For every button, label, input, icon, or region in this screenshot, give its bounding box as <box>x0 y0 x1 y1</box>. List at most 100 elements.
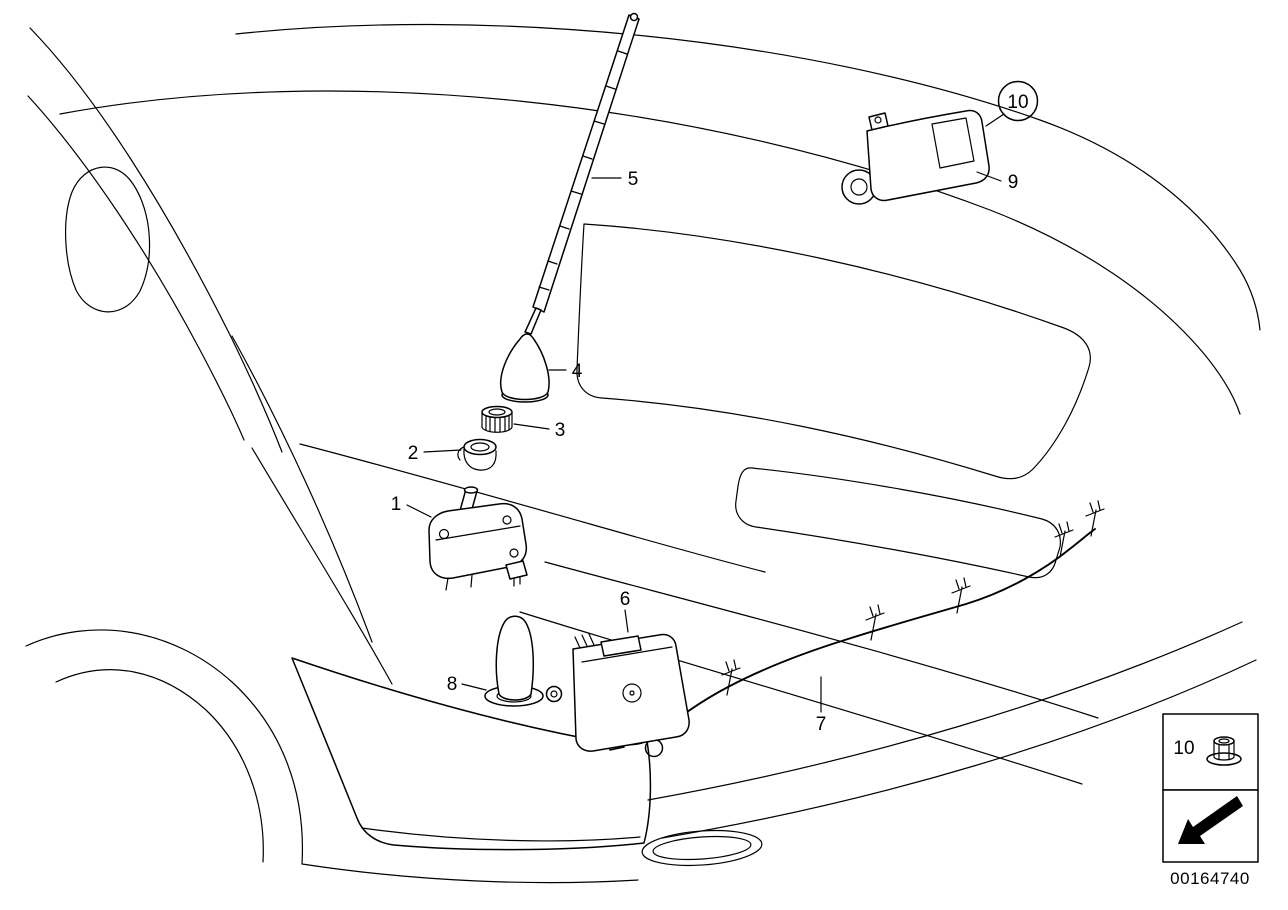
callout-3: 3 <box>513 420 566 441</box>
wheel-arch-inner <box>55 669 264 863</box>
callout-2-leader <box>423 449 462 453</box>
bumper-bottom-line-a <box>647 621 1243 801</box>
antenna-gasket-part <box>500 333 550 403</box>
flange-nut-flange <box>1206 752 1242 766</box>
callout-7: 7 <box>816 676 827 735</box>
nut-top-ellipse <box>481 405 513 419</box>
legend-box-item <box>1162 713 1259 791</box>
tailgate-lower-line <box>544 561 1099 719</box>
bumper-bottom-line-b <box>661 659 1257 839</box>
grommet-dome <box>495 615 535 701</box>
flange-nut-top <box>1213 736 1235 746</box>
base-studs <box>445 574 473 591</box>
cable-clip-1 <box>721 659 741 696</box>
cable-clip-4 <box>1054 521 1074 558</box>
callout-9-label: 9 <box>1008 172 1019 193</box>
control-module-part <box>841 109 990 205</box>
quarter-panel-oval <box>65 166 151 313</box>
bumper-top-line <box>519 611 1083 785</box>
callout-6-leader <box>624 609 629 633</box>
antenna-nut-part <box>481 405 513 433</box>
exhaust-tip <box>641 829 763 867</box>
base-boss-a <box>438 528 450 540</box>
bumper-panel-inner-line <box>361 827 641 842</box>
callout-4-label: 4 <box>572 361 583 382</box>
spacer-body <box>463 448 497 471</box>
amplifier-part <box>572 633 690 752</box>
exhaust-inner <box>652 835 752 861</box>
callout-2-label: 2 <box>408 443 419 464</box>
spacer-tab <box>457 446 465 461</box>
flange-nut-bottom <box>1213 756 1235 761</box>
module-screw <box>874 116 882 124</box>
grommet-part <box>484 615 563 707</box>
document-number: 00164740 <box>1170 869 1250 888</box>
callout-9-leader <box>976 171 1002 182</box>
callout-3-label: 3 <box>555 420 566 441</box>
callout-10-label: 10 <box>1007 92 1028 113</box>
antenna-mast-part <box>524 12 640 335</box>
base-stem-top <box>463 486 479 494</box>
callout-8-leader <box>461 683 487 691</box>
amplifier-detail-line <box>581 646 673 663</box>
callout-8-label: 8 <box>447 674 458 695</box>
nut-top-hole <box>488 408 506 416</box>
base-boss-c <box>509 548 519 558</box>
base-housing <box>428 502 528 580</box>
rocker-line <box>301 863 639 884</box>
callout-10-leader <box>985 113 1005 127</box>
cable-clip-3 <box>951 577 971 614</box>
module-inner-rect <box>931 117 975 169</box>
roof-top-line <box>235 23 1261 331</box>
spacer-hole <box>470 442 490 452</box>
antenna-spacer-part <box>457 438 497 471</box>
callout-7-label: 7 <box>816 714 827 735</box>
callout-10-circle <box>997 80 1039 122</box>
callout-1-leader <box>406 504 432 518</box>
mast-rod <box>532 14 640 313</box>
grommet-ring-outer <box>545 685 563 703</box>
replacement-arrow-icon <box>1178 796 1243 844</box>
spacer-top-ellipse <box>463 438 497 456</box>
mast-segment-ticks <box>538 50 628 291</box>
callout-3-leader <box>513 423 550 430</box>
c-pillar-line-a <box>29 27 283 453</box>
callout-6: 6 <box>620 589 631 633</box>
gasket-cone <box>500 333 550 401</box>
parcel-shelf-line <box>299 443 766 573</box>
flange-nut-sides <box>1213 740 1235 760</box>
body-crease-a <box>231 335 373 643</box>
wheel-arch-outer <box>25 629 304 865</box>
bumper-panel-outline <box>291 657 652 851</box>
antenna-base-part <box>428 486 528 591</box>
c-pillar-line-b <box>27 95 245 441</box>
callout-9: 9 <box>976 171 1019 193</box>
license-plate-recess <box>735 467 1061 579</box>
base-connector <box>505 560 528 580</box>
callouts: 1 2 3 4 5 6 7 <box>391 80 1039 735</box>
legend-inset: 10 00164740 <box>1162 713 1259 888</box>
body-crease-b <box>251 447 393 685</box>
nut-body-bottom <box>481 426 513 433</box>
flange-nut-icon <box>1206 736 1242 766</box>
module-body <box>866 109 990 202</box>
callout-1-label: 1 <box>391 494 402 515</box>
cable-main-run <box>648 528 1096 742</box>
callout-1: 1 <box>391 494 432 518</box>
nut-knurl-lines <box>485 414 510 433</box>
amplifier-connector-block <box>600 635 642 657</box>
cable-clip-2 <box>865 604 885 641</box>
amplifier-hole-outer <box>622 683 642 703</box>
callout-10: 10 <box>985 80 1039 127</box>
mast-tip <box>629 12 639 22</box>
nut-body-sides <box>481 411 513 428</box>
flange-nut-hole <box>1218 738 1230 744</box>
bumper-panel-part <box>291 657 652 851</box>
callout-5-label: 5 <box>628 169 639 190</box>
callout-6-label: 6 <box>620 589 631 610</box>
amplifier-hole-inner <box>629 690 635 696</box>
base-connector-pins <box>513 576 521 587</box>
callout-5: 5 <box>591 169 639 190</box>
